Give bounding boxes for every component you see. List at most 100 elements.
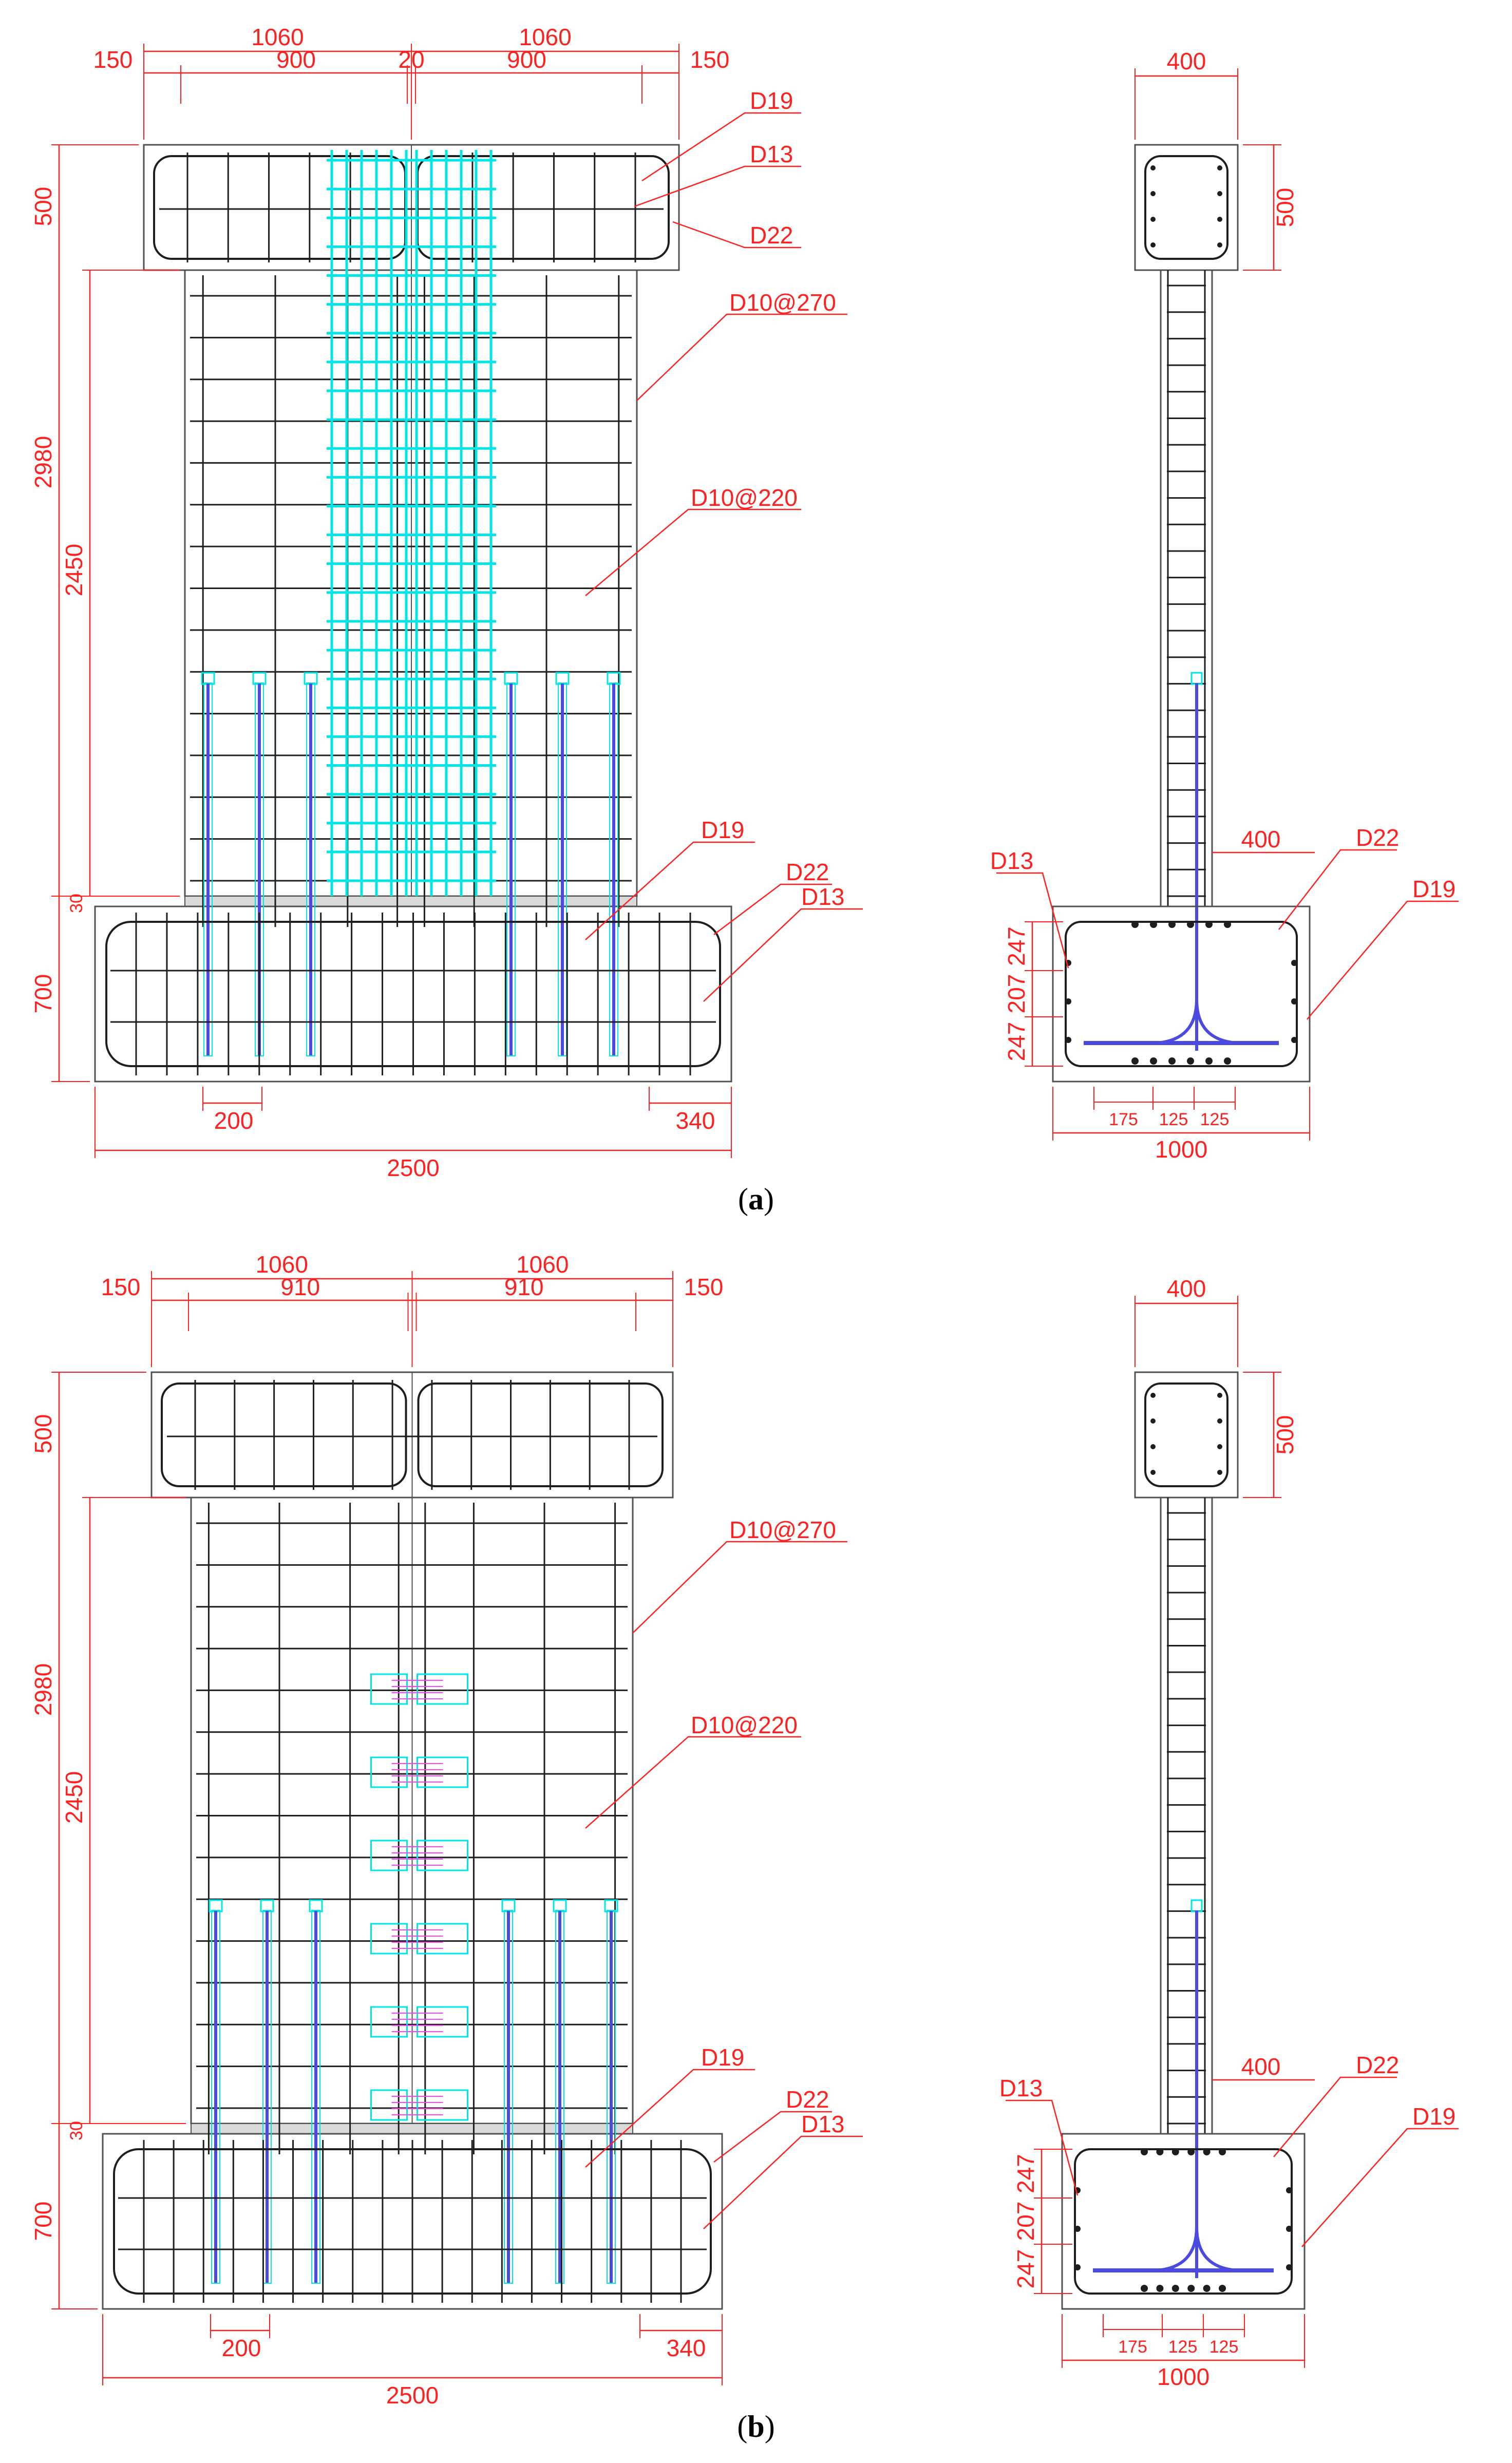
label-section-l1: D13 [990, 847, 1033, 874]
section-base-side-bar [1074, 2264, 1081, 2270]
section-top-bar [1217, 1444, 1222, 1449]
anchor-sleeve [306, 683, 315, 1056]
dim-section-base-width: 1000 [1155, 1136, 1207, 1163]
dim-section-top-width: 400 [1167, 1275, 1206, 1302]
dim-height-wall: 2450 [61, 1771, 87, 1824]
anchor-cap [501, 1899, 516, 1912]
panel-caption: (b) [737, 2410, 774, 2443]
section-base-bottom-bar [1168, 1057, 1176, 1065]
anchor-sleeve [203, 683, 213, 1056]
section-top-bar [1150, 1470, 1156, 1475]
dim-section-h3: 247 [1012, 2249, 1039, 2289]
section-base-top-bar [1224, 921, 1231, 928]
section-base-top-bar [1219, 2148, 1226, 2155]
label-cap-bar3: D22 [750, 222, 793, 249]
dim-section-s1: 175 [1109, 1110, 1138, 1129]
label-section-l2: D22 [1356, 824, 1399, 851]
section-top-bar [1217, 1418, 1222, 1424]
leader-section-l2 [1273, 2076, 1397, 2157]
anchor-sleeve [506, 683, 516, 1056]
section-base-stirrup [1065, 921, 1298, 1067]
connector-plate-right [417, 1673, 468, 1705]
dim-section-top-width: 400 [1167, 48, 1206, 74]
dim-height-wall: 2450 [61, 544, 87, 596]
anchor-sleeve [558, 683, 567, 1056]
dim-section-base-width: 1000 [1157, 2363, 1209, 2390]
dim-top-half-right: 1060 [516, 1251, 569, 1278]
connector-plate-right [417, 1840, 468, 1871]
leader-section-l3 [1307, 900, 1459, 1020]
anchor-cap [555, 672, 570, 685]
section-base-bottom-bar [1224, 1057, 1231, 1065]
dim-height-base: 700 [30, 2202, 56, 2241]
dim-section-web-width: 400 [1241, 2053, 1281, 2080]
section-base-bottom-bar [1219, 2285, 1226, 2292]
dim-height-cap: 500 [30, 187, 56, 226]
connector-plate-left [370, 2089, 408, 2121]
dim-top-half-left: 1060 [251, 24, 304, 50]
label-section-l1: D13 [999, 2075, 1043, 2101]
dim-height-joint: 30 [67, 2121, 86, 2140]
section-base-top-bar [1171, 2148, 1179, 2155]
label-base-bar3: D13 [801, 883, 844, 910]
section-base-side-bar [1291, 1037, 1297, 1043]
leader-cap-bar3 [672, 221, 801, 249]
cap-stirrup-right [417, 1382, 664, 1487]
dim-gap: 20 [398, 46, 424, 73]
leader-base-bar3 [703, 908, 863, 1002]
label-cap-bar2: D13 [750, 141, 793, 167]
anchor-sleeve [211, 1910, 220, 2284]
caption-paren-open: ( [737, 2410, 747, 2443]
label-base-bar1: D19 [701, 817, 744, 843]
dim-inner-left: 910 [280, 1274, 320, 1300]
section-anchor-bend [1155, 999, 1238, 1045]
caption-paren-open: ( [738, 1182, 748, 1216]
section-top-stirrup [1144, 1382, 1228, 1487]
section-top-bar [1150, 1418, 1156, 1424]
dim-height-total: 2980 [30, 1663, 56, 1716]
section-base-top-bar [1141, 2148, 1148, 2155]
connector-plate-left [370, 1756, 408, 1788]
grout-joint [184, 896, 637, 907]
section-top-bar [1150, 217, 1156, 222]
dim-section-top-height: 500 [1272, 188, 1298, 228]
section-top-bar [1150, 191, 1156, 196]
section-base-outline [1052, 905, 1311, 1083]
section-base-bottom-bar [1141, 2285, 1148, 2292]
label-section-l3: D19 [1412, 876, 1456, 902]
label-base-bar1: D19 [701, 2044, 744, 2071]
anchor-cap [260, 1899, 274, 1912]
dim-base-width: 2500 [386, 2382, 439, 2409]
dim-height-total: 2980 [30, 436, 56, 488]
label-horizontal: D10@270 [729, 1517, 836, 1543]
connector-plate-right [417, 2089, 468, 2121]
section-base-side-bar [1286, 2226, 1292, 2232]
section-base-top-bar [1203, 2148, 1211, 2155]
section-base-bottom-bar [1150, 1057, 1157, 1065]
leader-section-l3 [1301, 2128, 1459, 2247]
section-base-side-bar [1286, 2187, 1292, 2193]
dim-edge-right: 150 [690, 46, 730, 73]
section-base-outline [1061, 2133, 1306, 2310]
caption-paren-close: ) [764, 1182, 774, 1216]
leader-section-l1 [996, 872, 1069, 969]
connector-plate-left [370, 1673, 408, 1705]
leader-base-bar1 [585, 2069, 755, 2168]
section-base-bottom-bar [1156, 2285, 1164, 2292]
section-base-side-bar [1074, 2226, 1081, 2232]
anchor-cap [309, 1899, 323, 1912]
anchor-sleeve [607, 1910, 616, 2284]
anchor-cap [209, 1899, 223, 1912]
dim-height-cap: 500 [30, 1414, 56, 1454]
anchor-cap [553, 1899, 567, 1912]
section-base-side-bar [1291, 960, 1297, 966]
section-base-bottom-bar [1187, 1057, 1194, 1065]
dim-height-joint: 30 [67, 894, 86, 913]
connector-plate-left [370, 1923, 408, 1955]
leader-cap-bar1 [641, 112, 801, 182]
section-base-top-bar [1168, 921, 1176, 928]
section-base-stirrup [1074, 2148, 1293, 2295]
dim-section-s3: 125 [1209, 2337, 1239, 2357]
grout-joint [191, 2123, 633, 2134]
